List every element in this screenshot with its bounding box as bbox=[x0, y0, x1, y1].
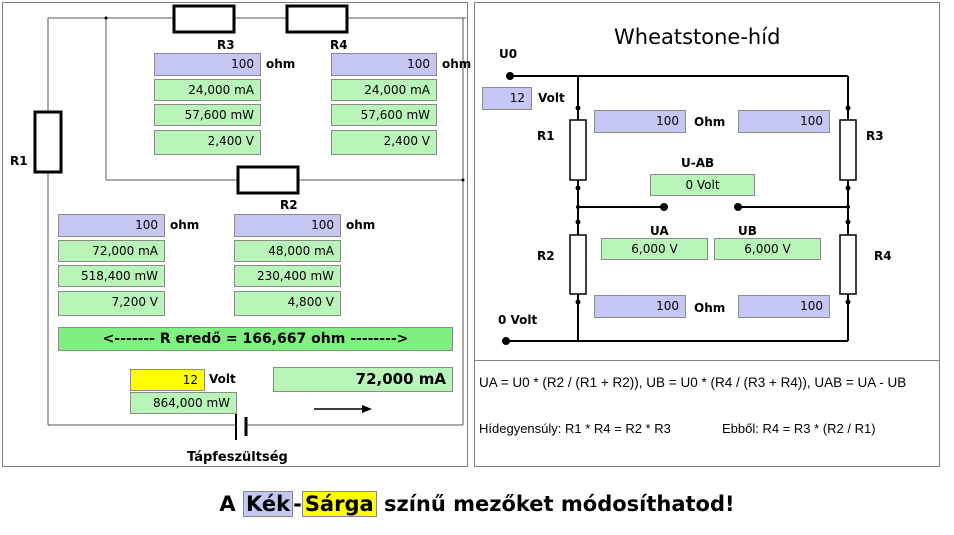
wb-r1-resistor-symbol bbox=[569, 119, 587, 181]
wb-r1-label: R1 bbox=[537, 129, 555, 143]
r3-voltage: 2,400 V bbox=[154, 130, 261, 155]
r4-current: 24,000 mA bbox=[331, 79, 437, 101]
formula-derived: Ebből: R4 = R3 * (R2 / R1) bbox=[722, 421, 876, 436]
ub-value: 6,000 V bbox=[714, 238, 821, 260]
r4-label: R4 bbox=[330, 38, 348, 52]
footer-suffix: színű mezőket módosíthatod! bbox=[383, 492, 735, 516]
r1-resistance-input[interactable]: 100 bbox=[58, 214, 165, 237]
formula-voltages: UA = U0 * (R2 / (R1 + R2)), UB = U0 * (R… bbox=[479, 375, 907, 390]
footer-blue-word: Kék bbox=[242, 491, 294, 517]
r1-voltage: 7,200 V bbox=[58, 291, 165, 316]
r4-resistor-symbol bbox=[285, 4, 349, 34]
footer-dash: - bbox=[293, 492, 302, 516]
ua-value: 6,000 V bbox=[601, 238, 708, 260]
r3-power: 57,600 mW bbox=[154, 104, 261, 126]
wb-r3-resistor-symbol bbox=[839, 119, 857, 181]
wb-r4-resistance-input[interactable]: 100 bbox=[738, 295, 830, 318]
r4-voltage: 2,400 V bbox=[331, 130, 437, 155]
r3-resistor-symbol bbox=[172, 4, 236, 34]
wb-r1-resistance-input[interactable]: 100 bbox=[594, 110, 686, 133]
r3-resistance-input[interactable]: 100 bbox=[154, 53, 261, 76]
wheatstone-panel bbox=[474, 2, 940, 467]
resultant-resistance: <------- R eredő = 166,667 ohm --------> bbox=[58, 327, 453, 351]
r2-power: 230,400 mW bbox=[234, 265, 341, 287]
r3-ohm-unit: ohm bbox=[266, 57, 296, 71]
r1-resistor-symbol bbox=[33, 110, 63, 174]
uab-label: U-AB bbox=[681, 156, 715, 170]
total-current: 72,000 mA bbox=[273, 367, 453, 392]
r1-label: R1 bbox=[10, 154, 28, 168]
wb-r2-label: R2 bbox=[537, 249, 555, 263]
r1-power: 518,400 mW bbox=[58, 265, 165, 287]
wheatstone-divider bbox=[474, 360, 940, 361]
formula-balance: Hídegyensúly: R1 * R4 = R2 * R3 bbox=[479, 421, 671, 436]
wb-r4-label: R4 bbox=[874, 249, 892, 263]
wb-r2-resistor-symbol bbox=[569, 234, 587, 295]
u0-volt-unit: Volt bbox=[538, 91, 565, 105]
wb-ohm-bottom-unit: Ohm bbox=[694, 301, 726, 315]
r2-ohm-unit: ohm bbox=[346, 218, 376, 232]
r1-current: 72,000 mA bbox=[58, 240, 165, 262]
footer-prefix: A bbox=[219, 492, 236, 516]
r2-current: 48,000 mA bbox=[234, 240, 341, 262]
r3-label: R3 bbox=[217, 38, 235, 52]
u0-label: U0 bbox=[499, 47, 518, 61]
supply-label: Tápfeszültség bbox=[187, 450, 288, 465]
r4-ohm-unit: ohm bbox=[442, 57, 472, 71]
r2-label: R2 bbox=[280, 198, 298, 212]
ub-label: UB bbox=[738, 224, 757, 238]
wb-r4-resistor-symbol bbox=[839, 234, 857, 295]
r2-resistance-input[interactable]: 100 bbox=[234, 214, 341, 237]
r3-current: 24,000 mA bbox=[154, 79, 261, 101]
r1-ohm-unit: ohm bbox=[170, 218, 200, 232]
u0-voltage-input[interactable]: 12 bbox=[482, 87, 532, 110]
r4-power: 57,600 mW bbox=[331, 104, 437, 126]
wheatstone-title: Wheatstone-híd bbox=[614, 25, 781, 49]
footer-yellow-word: Sárga bbox=[301, 491, 377, 517]
r2-resistor-symbol bbox=[236, 165, 300, 195]
supply-power: 864,000 mW bbox=[130, 392, 237, 414]
wb-ohm-top-unit: Ohm bbox=[694, 115, 726, 129]
uab-value: 0 Volt bbox=[650, 174, 755, 196]
r4-resistance-input[interactable]: 100 bbox=[331, 53, 437, 76]
wb-r3-resistance-input[interactable]: 100 bbox=[738, 110, 830, 133]
ua-label: UA bbox=[650, 224, 669, 238]
zero-volt-label: 0 Volt bbox=[498, 313, 538, 327]
supply-volt-unit: Volt bbox=[209, 372, 236, 386]
r2-voltage: 4,800 V bbox=[234, 291, 341, 316]
footer-instruction: A Kék-Sárga színű mezőket módosíthatod! bbox=[0, 491, 954, 517]
wb-r2-resistance-input[interactable]: 100 bbox=[594, 295, 686, 318]
supply-voltage-input[interactable]: 12 bbox=[130, 369, 205, 391]
wb-r3-label: R3 bbox=[866, 129, 884, 143]
